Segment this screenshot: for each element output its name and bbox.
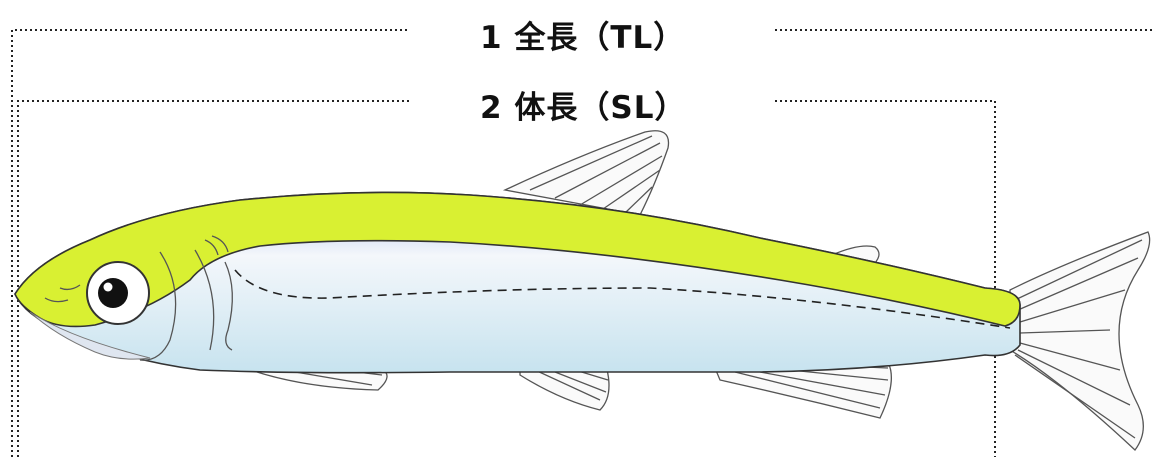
eye [87,262,149,324]
total-length-label: 1 全長（TL） [476,12,689,57]
standard-length-label: 2 体長（SL） [476,82,690,127]
caudal-fin [1010,232,1150,450]
